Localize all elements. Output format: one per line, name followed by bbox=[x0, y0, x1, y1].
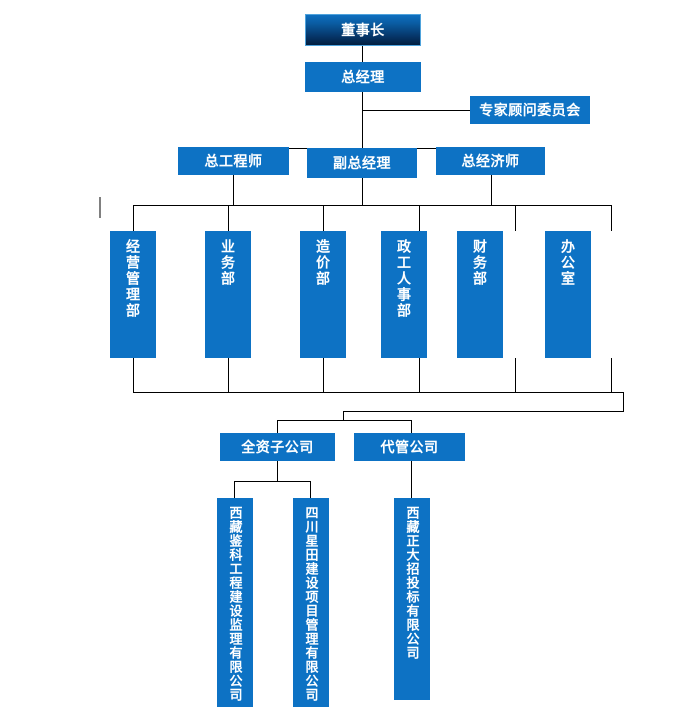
node-deputy-general-manager[interactable]: 副总经理 bbox=[307, 148, 417, 178]
connector-dept-drop-6 bbox=[611, 205, 612, 231]
node-chief-economist[interactable]: 总经济师 bbox=[436, 147, 545, 175]
node-company-xizang-jianke[interactable]: 西藏鉴科工程建设监理有限公司 bbox=[217, 498, 253, 707]
connector-deputy-gm-stem bbox=[362, 178, 363, 205]
node-deputy-general-manager-label: 副总经理 bbox=[333, 154, 391, 171]
node-dept-business-management-label: 经营管理部 bbox=[125, 239, 141, 319]
node-dept-operations-label: 业务部 bbox=[220, 239, 236, 287]
node-company-sichuan-xingtian-label: 四川星田建设项目管理有限公司 bbox=[303, 506, 319, 702]
connector-dept-drop-5 bbox=[515, 205, 516, 231]
connector-subsidiary-elbow-down bbox=[623, 392, 624, 411]
node-wholly-owned-subsidiary-label: 全资子公司 bbox=[241, 438, 314, 455]
node-dept-business-management[interactable]: 经营管理部 bbox=[110, 231, 156, 358]
connector-dept-drop-1 bbox=[133, 205, 134, 231]
node-dept-cost-estimation-label: 造价部 bbox=[315, 239, 331, 287]
node-advisory-committee-label: 专家顾问委员会 bbox=[479, 101, 581, 118]
node-company-xizang-zhengda[interactable]: 西藏正大招投标有限公司 bbox=[394, 498, 430, 700]
node-managed-company[interactable]: 代管公司 bbox=[354, 433, 465, 461]
node-general-manager-label: 总经理 bbox=[341, 68, 385, 85]
connector-dept-drop-4 bbox=[419, 205, 420, 231]
node-dept-office-label: 办公室 bbox=[560, 239, 576, 287]
node-chairman[interactable]: 董事长 bbox=[305, 14, 421, 46]
connector-company-group-bus bbox=[277, 420, 412, 421]
node-company-xizang-jianke-label: 西藏鉴科工程建设监理有限公司 bbox=[227, 506, 243, 702]
connector-managed-company-stem bbox=[411, 461, 412, 498]
connector-chief-engineer-stem bbox=[233, 175, 234, 205]
node-company-xizang-zhengda-label: 西藏正大招投标有限公司 bbox=[404, 506, 420, 660]
connector-dept-rise-2 bbox=[228, 358, 229, 392]
node-dept-office[interactable]: 办公室 bbox=[545, 231, 591, 358]
connector-gm-to-advisory bbox=[362, 110, 470, 111]
connector-dept-drop-3 bbox=[323, 205, 324, 231]
connector-dept-rise-1 bbox=[133, 358, 134, 392]
node-general-manager[interactable]: 总经理 bbox=[305, 62, 421, 92]
node-wholly-owned-subsidiary[interactable]: 全资子公司 bbox=[220, 433, 335, 461]
connector-department-bus-top bbox=[133, 205, 611, 206]
node-dept-political-hr[interactable]: 政工人事部 bbox=[381, 231, 427, 358]
connector-company-group-drop-1 bbox=[277, 420, 278, 433]
node-dept-operations[interactable]: 业务部 bbox=[205, 231, 251, 358]
connector-company-drop-1 bbox=[234, 481, 235, 498]
node-advisory-committee[interactable]: 专家顾问委员会 bbox=[470, 96, 590, 124]
connector-dept-drop-2 bbox=[228, 205, 229, 231]
node-chief-economist-label: 总经济师 bbox=[461, 152, 520, 169]
connector-subsidiary-elbow-left bbox=[343, 411, 624, 412]
connector-dept-rise-6 bbox=[611, 358, 612, 392]
connector-subsidiary-children-bus bbox=[234, 481, 311, 482]
connector-subsidiary-trunk bbox=[343, 411, 344, 420]
node-dept-cost-estimation[interactable]: 造价部 bbox=[300, 231, 346, 358]
node-dept-finance-label: 财务部 bbox=[472, 239, 488, 287]
connector-company-group-drop-2 bbox=[411, 420, 412, 433]
left-margin-tick bbox=[99, 197, 101, 218]
connector-chairman-to-gm bbox=[362, 46, 363, 62]
connector-subsidiary-stem bbox=[277, 461, 278, 481]
connector-department-bus-bottom bbox=[133, 392, 623, 393]
node-chief-engineer-label: 总工程师 bbox=[204, 152, 263, 169]
node-chief-engineer[interactable]: 总工程师 bbox=[178, 147, 289, 175]
connector-company-drop-2 bbox=[310, 481, 311, 498]
connector-dept-rise-3 bbox=[323, 358, 324, 392]
connector-dept-rise-4 bbox=[419, 358, 420, 392]
node-managed-company-label: 代管公司 bbox=[380, 438, 439, 455]
node-company-sichuan-xingtian[interactable]: 四川星田建设项目管理有限公司 bbox=[293, 498, 329, 707]
node-dept-finance[interactable]: 财务部 bbox=[457, 231, 503, 358]
connector-dept-rise-5 bbox=[515, 358, 516, 392]
connector-gm-trunk bbox=[362, 92, 363, 148]
node-chairman-label: 董事长 bbox=[341, 21, 385, 38]
connector-chief-economist-stem bbox=[491, 175, 492, 205]
node-dept-political-hr-label: 政工人事部 bbox=[396, 239, 412, 319]
